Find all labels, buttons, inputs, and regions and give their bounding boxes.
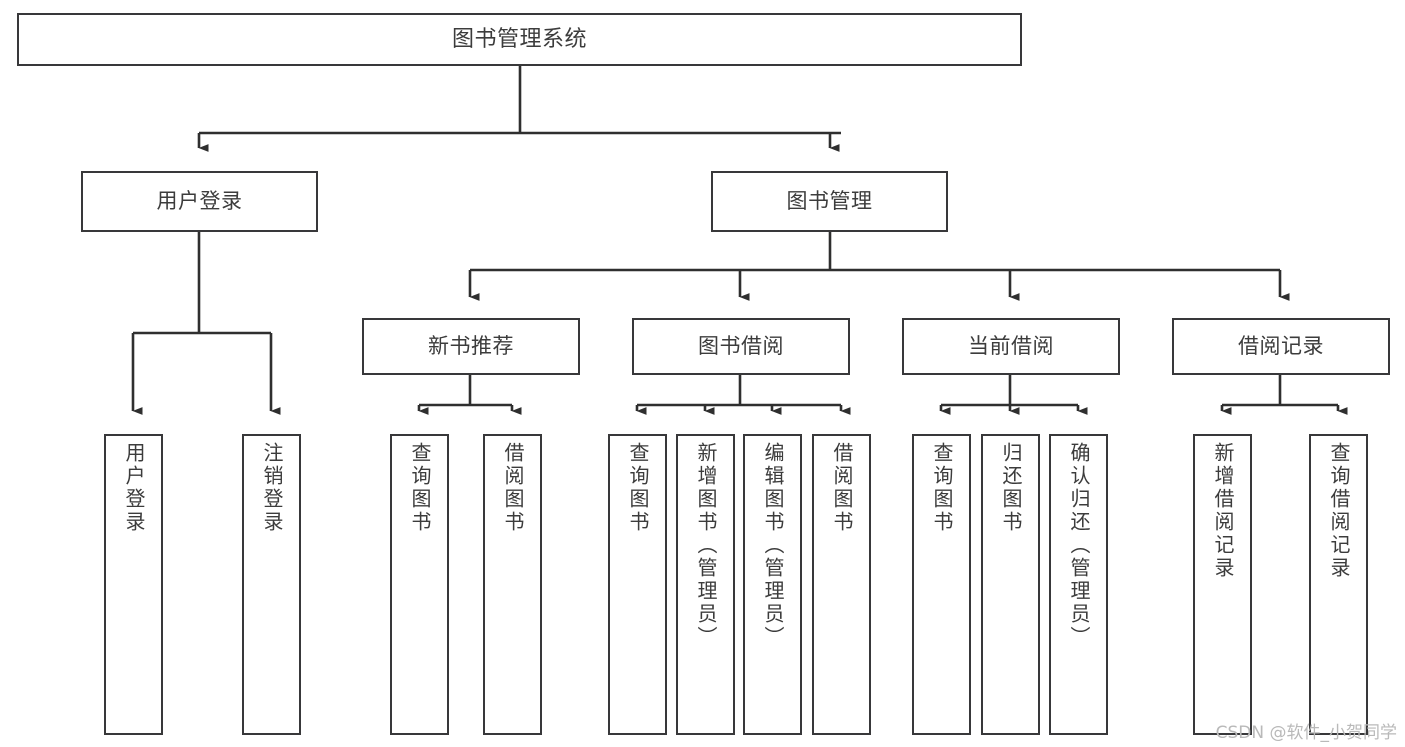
node-label: 图书管理系统 [451, 26, 587, 52]
node-label: 新增借阅记录 [1211, 442, 1235, 580]
node-current-borrow[interactable]: 当前借阅 [902, 318, 1120, 375]
node-label: 图书借阅 [698, 334, 784, 359]
node-label: 用户登录 [122, 442, 146, 534]
node-label: 图书管理 [786, 189, 873, 214]
leaf-record-query-record[interactable]: 查询借阅记录 [1309, 434, 1368, 735]
node-new-book-recommend[interactable]: 新书推荐 [362, 318, 580, 375]
node-label: 借阅记录 [1238, 334, 1324, 359]
leaf-current-confirm-return-admin[interactable]: 确认归还（管理员） [1049, 434, 1108, 735]
node-label: 用户登录 [156, 189, 243, 214]
node-borrow-record[interactable]: 借阅记录 [1172, 318, 1390, 375]
node-label: 编辑图书（管理员） [761, 442, 785, 649]
leaf-borrow-edit-book-admin[interactable]: 编辑图书（管理员） [743, 434, 802, 735]
leaf-newbook-query-books[interactable]: 查询图书 [390, 434, 449, 735]
node-label: 借阅图书 [501, 442, 525, 534]
node-label: 查询借阅记录 [1327, 442, 1351, 580]
node-label: 确认归还（管理员） [1067, 442, 1091, 649]
node-label: 查询图书 [408, 442, 432, 534]
node-label: 归还图书 [999, 442, 1023, 534]
node-root-system[interactable]: 图书管理系统 [17, 13, 1022, 66]
node-label: 新书推荐 [428, 334, 514, 359]
node-user-login[interactable]: 用户登录 [81, 171, 318, 232]
node-book-management[interactable]: 图书管理 [711, 171, 948, 232]
leaf-borrow-query-books[interactable]: 查询图书 [608, 434, 667, 735]
leaf-borrow-borrow-books[interactable]: 借阅图书 [812, 434, 871, 735]
leaf-current-return-books[interactable]: 归还图书 [981, 434, 1040, 735]
node-label: 查询图书 [626, 442, 650, 534]
leaf-user-login-signout[interactable]: 注销登录 [242, 434, 301, 735]
leaf-borrow-add-book-admin[interactable]: 新增图书（管理员） [676, 434, 735, 735]
node-label: 注销登录 [260, 442, 284, 534]
csdn-watermark: CSDN @软件_小贺同学 [1215, 723, 1397, 743]
node-label: 借阅图书 [830, 442, 854, 534]
leaf-newbook-borrow-books[interactable]: 借阅图书 [483, 434, 542, 735]
leaf-record-add-record[interactable]: 新增借阅记录 [1193, 434, 1252, 735]
leaf-user-login-signin[interactable]: 用户登录 [104, 434, 163, 735]
node-label: 当前借阅 [968, 334, 1054, 359]
leaf-current-query-books[interactable]: 查询图书 [912, 434, 971, 735]
node-book-borrow[interactable]: 图书借阅 [632, 318, 850, 375]
node-label: 新增图书（管理员） [694, 442, 718, 649]
node-label: 查询图书 [930, 442, 954, 534]
